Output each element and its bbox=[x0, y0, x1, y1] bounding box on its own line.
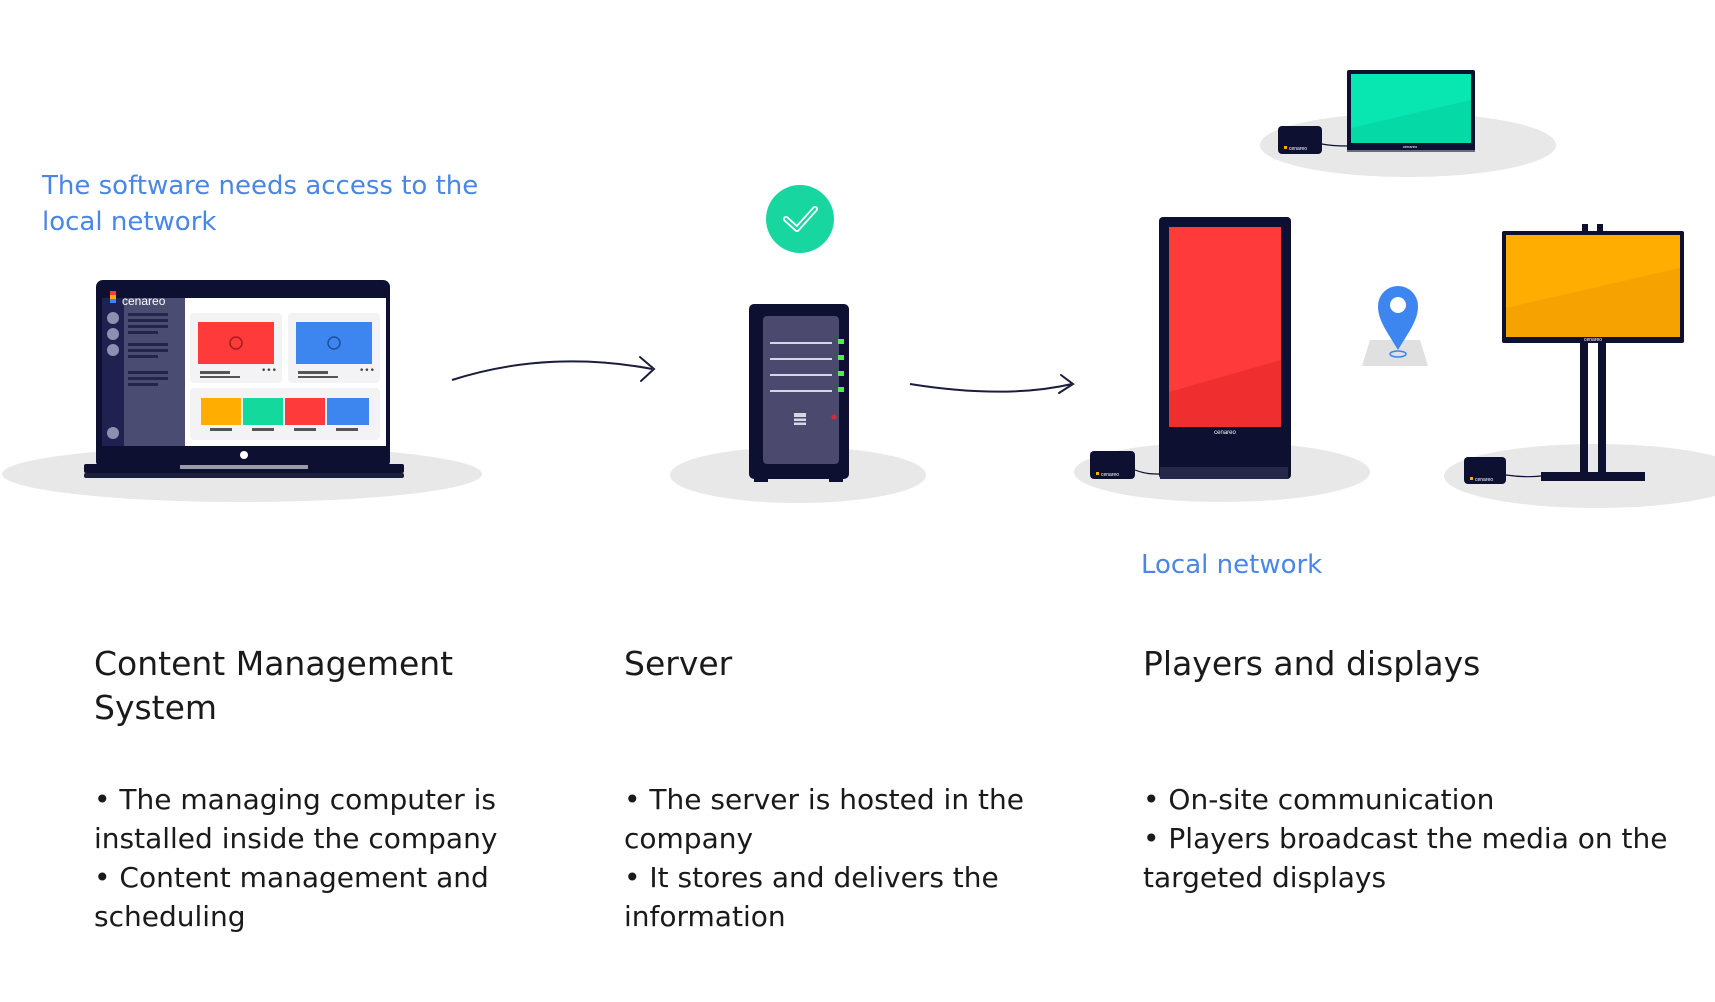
svg-text:•••: ••• bbox=[359, 366, 375, 376]
stand-brand-text: cenareo bbox=[1584, 337, 1602, 343]
players-column: Players and displays On-site communicati… bbox=[1143, 642, 1673, 894]
stand-display bbox=[1502, 224, 1684, 481]
player-box-kiosk bbox=[1090, 451, 1161, 479]
player-kiosk-brand: cenareo bbox=[1101, 472, 1119, 478]
cms-column: Content Management System The managing c… bbox=[94, 642, 594, 933]
laptop-brand-logo bbox=[110, 291, 116, 303]
svg-text:•••: ••• bbox=[261, 366, 277, 376]
server-column: Server The server is hosted in the compa… bbox=[624, 642, 1054, 933]
players-bullet-1: On-site communication bbox=[1143, 780, 1673, 819]
players-bullet-2: Players broadcast the media on the targe… bbox=[1143, 819, 1673, 897]
server-tower bbox=[749, 304, 849, 482]
cms-bullet-1: The managing computer is installed insid… bbox=[94, 780, 594, 858]
server-bullet-2: It stores and delivers the information bbox=[624, 858, 1054, 936]
check-badge-icon bbox=[766, 185, 834, 253]
arrow-cms-to-server bbox=[451, 360, 653, 381]
server-bullets: The server is hosted in the company It s… bbox=[624, 780, 1054, 936]
player-stand-brand: cenareo bbox=[1475, 477, 1493, 483]
software-access-note: The software needs access to the local n… bbox=[42, 171, 479, 237]
laptop-cms: ••• ••• bbox=[84, 280, 404, 478]
local-network-label: Local network bbox=[1141, 550, 1323, 580]
kiosk-display bbox=[1159, 217, 1291, 479]
kiosk-brand-text: cenareo bbox=[1214, 430, 1236, 436]
location-pin-icon bbox=[1362, 286, 1428, 366]
monitor-display bbox=[1347, 70, 1475, 152]
players-title: Players and displays bbox=[1143, 644, 1481, 683]
arrow-server-to-players bbox=[909, 383, 1073, 393]
player-box-stand bbox=[1464, 457, 1542, 484]
player-monitor-brand: cenareo bbox=[1289, 146, 1307, 152]
server-title: Server bbox=[624, 644, 733, 683]
monitor-brand-text: cenareo bbox=[1403, 144, 1418, 149]
laptop-brand-text: cenareo bbox=[122, 294, 166, 308]
server-bullet-1: The server is hosted in the company bbox=[624, 780, 1054, 858]
players-bullets: On-site communication Players broadcast … bbox=[1143, 780, 1673, 897]
player-box-monitor bbox=[1278, 126, 1348, 154]
cms-bullets: The managing computer is installed insid… bbox=[94, 780, 594, 936]
cms-title: Content Management System bbox=[94, 644, 454, 727]
cms-bullet-2: Content management and scheduling bbox=[94, 858, 594, 936]
